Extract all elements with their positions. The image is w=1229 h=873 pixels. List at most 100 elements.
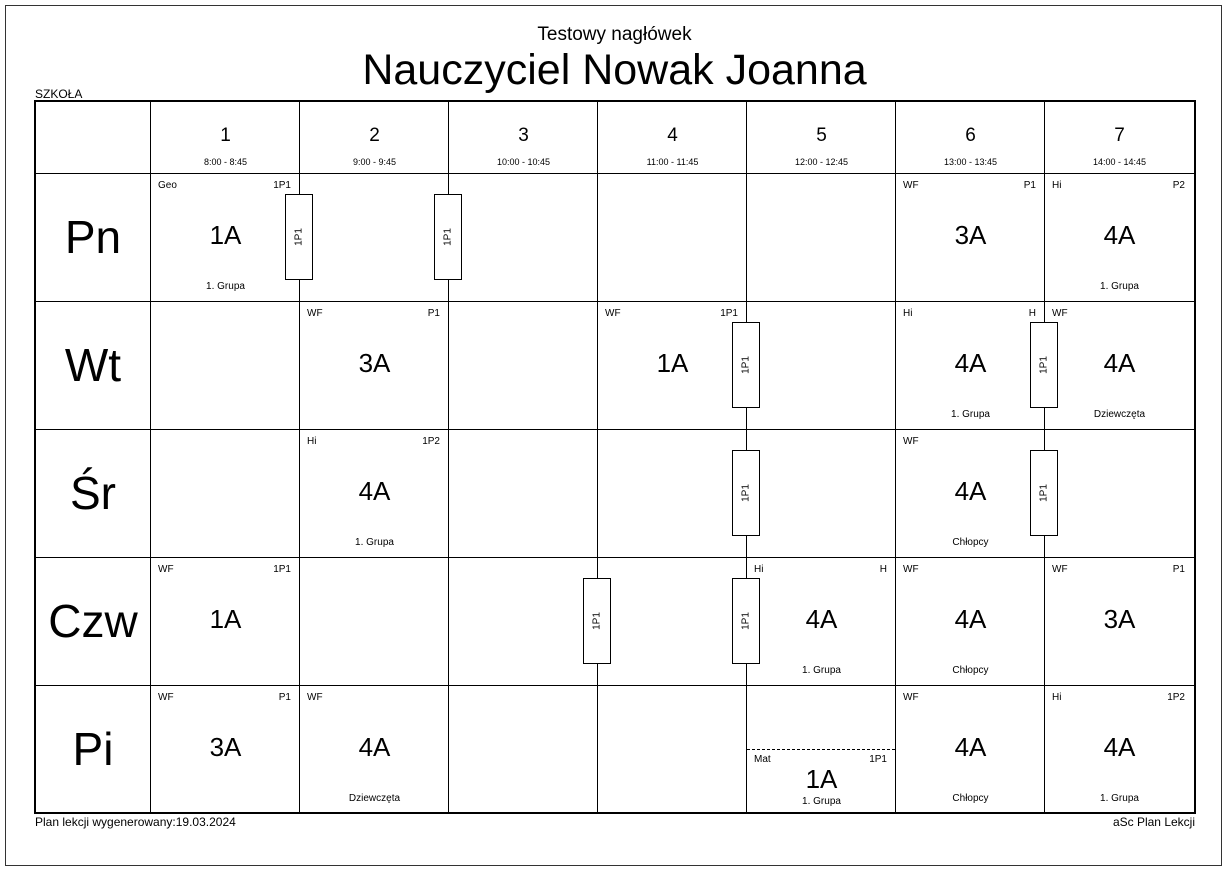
lesson-group: Dziewczęta [1093,409,1146,420]
lesson-group: Chłopcy [952,537,989,548]
row-divider [35,429,1195,430]
lesson-subject: WF [605,308,621,319]
period-number: 3 [518,125,529,146]
day-label: Pi [72,723,114,775]
lesson-group: Dziewczęta [348,793,401,804]
day-label: Wt [64,339,122,391]
room-change-box: 1P1 [732,322,760,408]
lesson-subject: Mat [754,754,771,765]
lesson-subject: WF [158,564,174,575]
room-change-box: 1P1 [1030,450,1058,536]
room-change-label: 1P1 [740,356,752,374]
split-divider [747,749,895,750]
lesson-subject: Geo [158,180,177,191]
day-label: Czw [48,595,138,647]
lesson-room: P2 [1172,180,1185,191]
lesson-room: 1P2 [422,436,440,447]
lesson-class: 1A [209,604,242,634]
lesson-subject: Hi [754,564,764,575]
lesson-class: 4A [954,604,987,634]
row-divider [35,557,1195,558]
lesson-class: 4A [1103,732,1136,762]
lesson-class: 3A [954,220,987,250]
lesson-class: 3A [209,732,242,762]
lesson-room: H [1028,308,1036,319]
room-change-label: 1P1 [740,484,752,502]
lesson-room: 1P1 [273,180,291,191]
lesson-class: 4A [358,476,391,506]
row-divider [35,685,1195,686]
room-change-label: 1P1 [591,612,603,630]
lesson-class: 4A [954,732,987,762]
lesson-subject: Hi [903,308,913,319]
lesson-group: 1. Grupa [206,281,245,292]
period-time: 14:00 - 14:45 [1092,157,1147,167]
lesson-subject: WF [307,692,323,703]
generated-date: Plan lekcji wygenerowany:19.03.2024 [35,815,236,829]
lesson-subject: WF [903,564,919,575]
period-number: 6 [965,125,976,146]
lesson-group: 1. Grupa [1100,793,1139,804]
room-change-box: 1P1 [583,578,611,664]
lesson-group: 1. Grupa [951,409,990,420]
lesson-group: 1. Grupa [802,665,841,676]
room-change-label: 1P1 [442,228,454,246]
lesson-class: 3A [358,348,391,378]
period-time: 9:00 - 9:45 [352,157,397,167]
header-divider [35,173,1195,174]
page-frame [5,5,1222,866]
period-number: 1 [220,125,231,146]
room-change-label: 1P1 [740,612,752,630]
lesson-room: 1P1 [869,754,887,765]
room-change-box: 1P1 [285,194,313,280]
room-change-label: 1P1 [293,228,305,246]
room-change-box: 1P1 [732,450,760,536]
column-divider [895,101,896,813]
lesson-subject: WF [903,436,919,447]
period-time: 8:00 - 8:45 [203,157,248,167]
lesson-class: 3A [1103,604,1136,634]
room-change-box: 1P1 [434,194,462,280]
lesson-group: 1. Grupa [1100,281,1139,292]
brand-label: aSc Plan Lekcji [1112,815,1195,829]
period-number: 4 [667,125,678,146]
lesson-class: 4A [1103,220,1136,250]
period-number: 5 [816,125,827,146]
period-number: 2 [369,125,380,146]
lesson-subject: WF [158,692,174,703]
lesson-room: 1P2 [1167,692,1185,703]
lesson-class: 1A [209,220,242,250]
lesson-group: Chłopcy [952,665,989,676]
lesson-subject: Hi [1052,692,1062,703]
lesson-room: 1P1 [273,564,291,575]
lesson-subject: WF [1052,564,1068,575]
lesson-class: 1A [656,348,689,378]
lesson-subject: Hi [1052,180,1062,191]
day-label: Pn [64,211,122,263]
lesson-class: 4A [805,604,838,634]
lesson-subject: WF [1052,308,1068,319]
page-title: Nauczyciel Nowak Joanna [362,46,867,94]
room-change-box: 1P1 [1030,322,1058,408]
column-divider [299,101,300,813]
lesson-room: 1P1 [720,308,738,319]
column-divider [597,101,598,813]
lesson-subject: WF [903,180,919,191]
lesson-class: 4A [954,476,987,506]
lesson-class: 1A [805,764,838,794]
lesson-group: 1. Grupa [355,537,394,548]
lesson-room: H [879,564,887,575]
lesson-class: 4A [358,732,391,762]
lesson-room: P1 [1023,180,1036,191]
period-time: 10:00 - 10:45 [496,157,551,167]
school-label: SZKOŁA [35,87,83,101]
lesson-room: P1 [1172,564,1185,575]
lesson-class: 4A [1103,348,1136,378]
lesson-room: P1 [427,308,440,319]
period-time: 13:00 - 13:45 [943,157,998,167]
lesson-subject: WF [307,308,323,319]
lesson-class: 4A [954,348,987,378]
period-time: 11:00 - 11:45 [646,157,699,167]
room-change-label: 1P1 [1038,356,1050,374]
lesson-group: 1. Grupa [802,796,841,807]
